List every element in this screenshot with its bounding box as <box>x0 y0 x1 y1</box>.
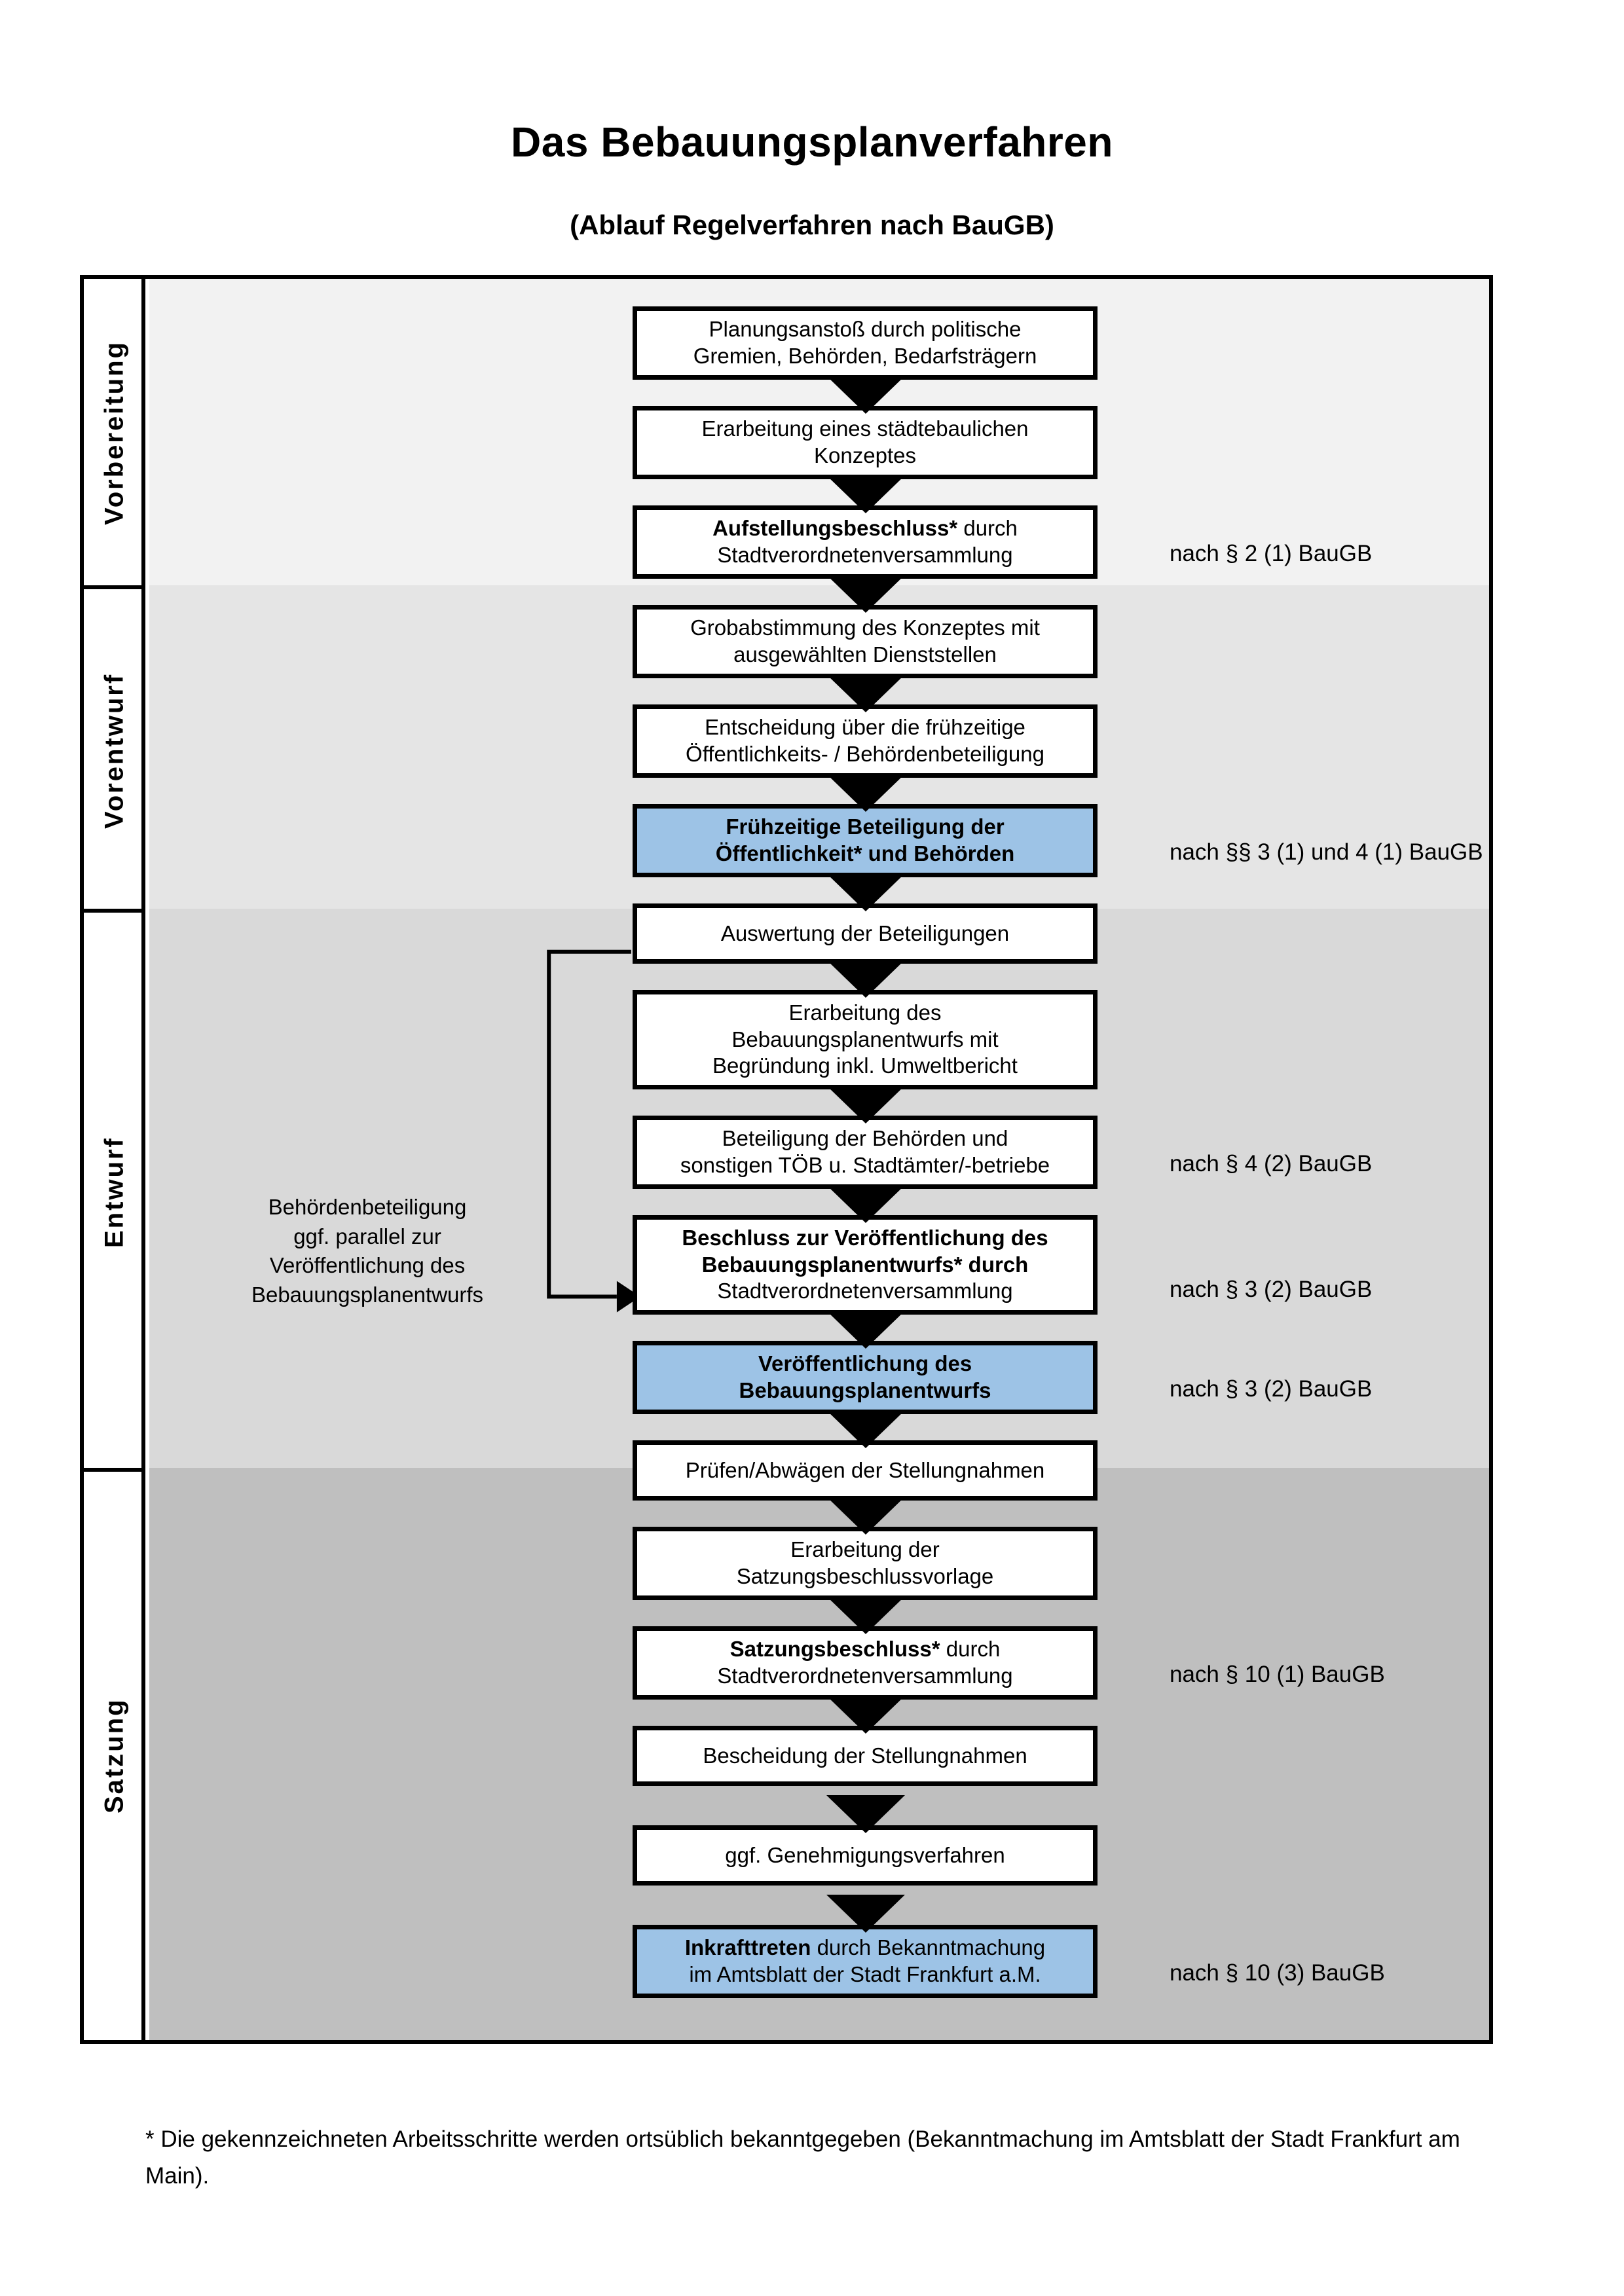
arrow-connector-9 <box>826 1185 905 1223</box>
node-line-2: Bebauungsplanentwurfs mit <box>731 1027 999 1051</box>
annotation-baugb-3-2-b: nach § 3 (2) BauGB <box>1170 1376 1373 1402</box>
phase-label-column: Vorbereitung Vorentwurf Entwurf Satzung <box>84 279 145 2040</box>
process-node-entscheidung-fruehzeitige[interactable]: Entscheidung über die frühzeitige Öffent… <box>633 704 1098 778</box>
process-node-auswertung-beteiligungen[interactable]: Auswertung der Beteiligungen <box>633 903 1098 964</box>
node-line-1: Erarbeitung eines städtebaulichen <box>701 416 1029 441</box>
phase-divider-3 <box>84 1468 145 1472</box>
page-title: Das Bebauungsplanverfahren <box>511 118 1113 166</box>
arrow-connector-5 <box>826 774 905 812</box>
process-node-staedtebauliches-konzept[interactable]: Erarbeitung eines städtebaulichen Konzep… <box>633 406 1098 479</box>
process-node-bescheidung-stellungnahmen[interactable]: Bescheidung der Stellungnahmen <box>633 1726 1098 1786</box>
node-line-2: Satzungsbeschlussvorlage <box>736 1564 994 1588</box>
sidenote-line-3: Veröffentlichung des <box>269 1253 466 1278</box>
sidenote-line-4: Bebauungsplanentwurfs <box>251 1282 484 1307</box>
node-line-1: Entscheidung über die frühzeitige <box>705 715 1025 740</box>
annotation-baugb-4-2: nach § 4 (2) BauGB <box>1170 1151 1373 1176</box>
arrow-connector-15 <box>826 1795 905 1833</box>
node-line-2: Konzeptes <box>814 443 916 467</box>
arrow-connector-14 <box>826 1696 905 1734</box>
phase-divider-2 <box>84 909 145 913</box>
node-line-3: Stadtverordnetenversammlung <box>717 1279 1013 1303</box>
node-line-2: im Amtsblatt der Stadt Frankfurt a.M. <box>689 1962 1041 1986</box>
page-subtitle: (Ablauf Regelverfahren nach BauGB) <box>570 210 1054 240</box>
phase-label-vorbereitung: Vorbereitung <box>100 340 129 525</box>
arrow-connector-16 <box>826 1895 905 1933</box>
node-line-1-bold: Inkrafttreten <box>684 1935 811 1960</box>
node-line-1: Erarbeitung des <box>788 1000 942 1025</box>
process-node-satzungsbeschluss[interactable]: Satzungsbeschluss* durch Stadtverordnete… <box>633 1626 1098 1700</box>
arrow-connector-11 <box>826 1410 905 1448</box>
node-line-1: Prüfen/Abwägen der Stellungnahmen <box>685 1457 1045 1482</box>
arrow-connector-12 <box>826 1497 905 1535</box>
phase-label-vorentwurf: Vorentwurf <box>100 672 129 829</box>
arrow-connector-10 <box>826 1311 905 1349</box>
process-node-fruehzeitige-beteiligung[interactable]: Frühzeitige Beteiligung der Öffentlichke… <box>633 804 1098 877</box>
arrow-connector-7 <box>826 960 905 998</box>
node-line-1: Bescheidung der Stellungnahmen <box>703 1743 1027 1768</box>
process-node-genehmigungsverfahren[interactable]: ggf. Genehmigungsverfahren <box>633 1825 1098 1886</box>
process-node-erarbeitung-satzungsvorlage[interactable]: Erarbeitung der Satzungsbeschlussvorlage <box>633 1527 1098 1600</box>
sidenote-line-2: ggf. parallel zur <box>293 1224 441 1248</box>
process-node-planungsanstoss[interactable]: Planungsanstoß durch politische Gremien,… <box>633 306 1098 380</box>
node-line-1-bold: Satzungsbeschluss* <box>729 1637 940 1662</box>
node-line-2: Öffentlichkeits- / Behördenbeteiligung <box>686 742 1044 766</box>
footnote-text: * Die gekennzeichneten Arbeitsschritte w… <box>145 2126 1460 2189</box>
node-line-1: Auswertung der Beteiligungen <box>720 920 1010 945</box>
sidenote-line-1: Behördenbeteiligung <box>268 1195 467 1219</box>
node-line-1: Veröffentlichung des <box>758 1351 972 1376</box>
process-node-beteiligung-behoerden-toeb[interactable]: Beteiligung der Behörden und sonstigen T… <box>633 1116 1098 1189</box>
node-line-2: sonstigen TÖB u. Stadtämter/-betriebe <box>680 1153 1050 1177</box>
arrow-connector-13 <box>826 1596 905 1634</box>
node-line-1: Planungsanstoß durch politische <box>709 317 1022 342</box>
node-line-1: Beteiligung der Behörden und <box>722 1126 1008 1151</box>
phase-label-satzung: Satzung <box>100 1698 129 1814</box>
node-line-2: Bebauungsplanentwurfs <box>739 1378 991 1402</box>
node-line-2: Gremien, Behörden, Bedarfsträgern <box>693 344 1037 368</box>
node-line-2: Stadtverordnetenversammlung <box>717 543 1013 567</box>
node-line-1: Grobabstimmung des Konzeptes mit <box>690 615 1040 640</box>
arrow-connector-1 <box>826 376 905 414</box>
flowchart-content: Planungsanstoß durch politische Gremien,… <box>149 279 1489 2040</box>
node-line-2: ausgewählten Dienststellen <box>733 642 997 666</box>
process-node-grobabstimmung[interactable]: Grobabstimmung des Konzeptes mit ausgewä… <box>633 605 1098 678</box>
process-node-veroeffentlichung-entwurf[interactable]: Veröffentlichung des Bebauungsplanentwur… <box>633 1341 1098 1414</box>
process-node-aufstellungsbeschluss[interactable]: Aufstellungsbeschluss* durch Stadtverord… <box>633 505 1098 579</box>
phase-divider-1 <box>84 585 145 589</box>
arrow-connector-8 <box>826 1085 905 1123</box>
node-line-1-bold: Aufstellungsbeschluss* <box>712 516 958 541</box>
node-line-3: Begründung inkl. Umweltbericht <box>712 1053 1018 1078</box>
arrow-connector-6 <box>826 873 905 911</box>
process-node-erarbeitung-bebauungsplanentwurf[interactable]: Erarbeitung des Bebauungsplanentwurfs mi… <box>633 990 1098 1089</box>
process-node-beschluss-veroeffentlichung[interactable]: Beschluss zur Veröffentlichung des Bebau… <box>633 1215 1098 1315</box>
node-line-1-bold: Beschluss zur Veröffentlichung des <box>682 1225 1048 1250</box>
annotation-baugb-3-1-4-1: nach §§ 3 (1) und 4 (1) BauGB <box>1170 839 1483 865</box>
process-node-inkrafttreten[interactable]: Inkrafttreten durch Bekanntmachung im Am… <box>633 1925 1098 1998</box>
arrow-connector-2 <box>826 475 905 513</box>
annotation-baugb-10-3: nach § 10 (3) BauGB <box>1170 1960 1385 1986</box>
node-line-1: Erarbeitung der <box>790 1537 940 1562</box>
flowchart-frame: Vorbereitung Vorentwurf Entwurf Satzung <box>80 275 1493 2044</box>
phase-label-entwurf: Entwurf <box>100 1137 129 1248</box>
annotation-baugb-3-2-a: nach § 3 (2) BauGB <box>1170 1277 1373 1302</box>
node-line-2-bold: Bebauungsplanentwurfs* durch <box>701 1252 1029 1277</box>
arrow-connector-4 <box>826 674 905 712</box>
node-line-1: Frühzeitige Beteiligung der <box>726 814 1005 839</box>
node-line-2: Öffentlichkeit* und Behörden <box>715 841 1015 866</box>
arrow-connector-3 <box>826 575 905 613</box>
node-line-2: Stadtverordnetenversammlung <box>717 1664 1013 1688</box>
sidenote-behoerdenbeteiligung: Behördenbeteiligung ggf. parallel zur Ve… <box>227 1193 508 1309</box>
node-line-1: ggf. Genehmigungsverfahren <box>725 1842 1005 1867</box>
process-node-pruefen-abwaegen[interactable]: Prüfen/Abwägen der Stellungnahmen <box>633 1440 1098 1501</box>
annotation-baugb-10-1: nach § 10 (1) BauGB <box>1170 1662 1385 1687</box>
annotation-baugb-2-1: nach § 2 (1) BauGB <box>1170 541 1373 566</box>
